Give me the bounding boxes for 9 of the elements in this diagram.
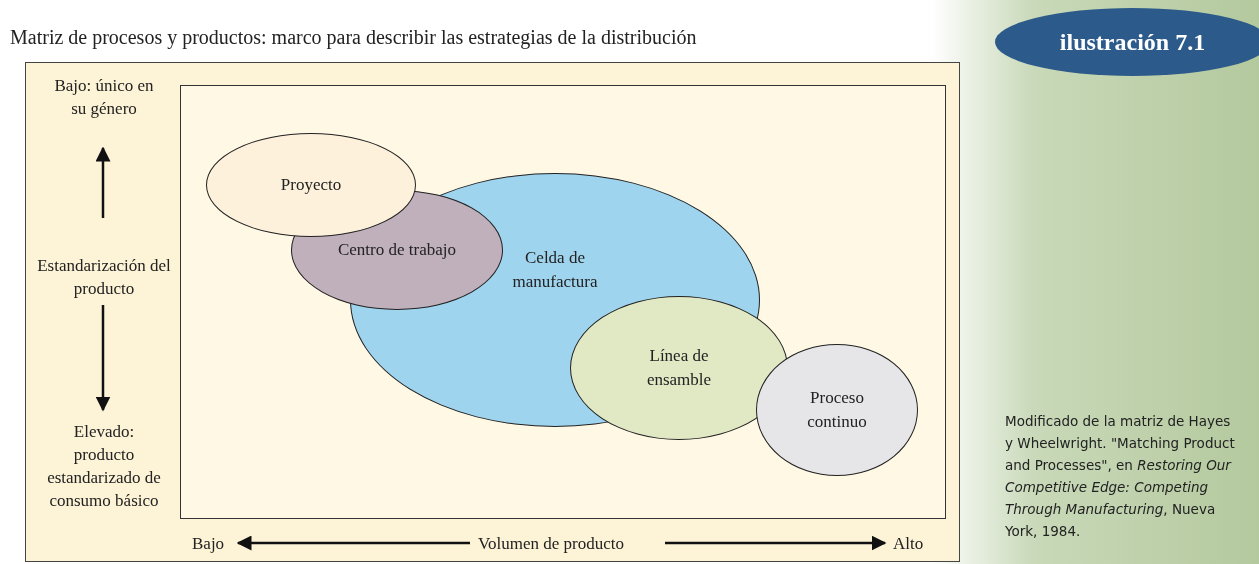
axis-title: Volumen de producto: [478, 533, 625, 555]
source-note: Modificado de la matriz de Hayes y Wheelwright. "Matching Product and Processes", en Restoring Our Competitive Edge: Competing Through Manufacturing, Nueva York, 1984.: [1005, 412, 1236, 541]
axis-label: Bajo: único en su género: [53, 75, 155, 120]
axis-label: Elevado: producto estandarizado de consumo básico: [46, 421, 162, 512]
figure-number-badge: ilustración 7.1: [995, 8, 1259, 76]
title: Matriz de procesos y productos: marco para describir las estrategias de la distribución: [10, 26, 697, 49]
axis-label: Bajo: [192, 533, 225, 555]
axis-label: Alto: [893, 533, 924, 555]
axis-title: Estandarización del producto: [36, 255, 172, 300]
